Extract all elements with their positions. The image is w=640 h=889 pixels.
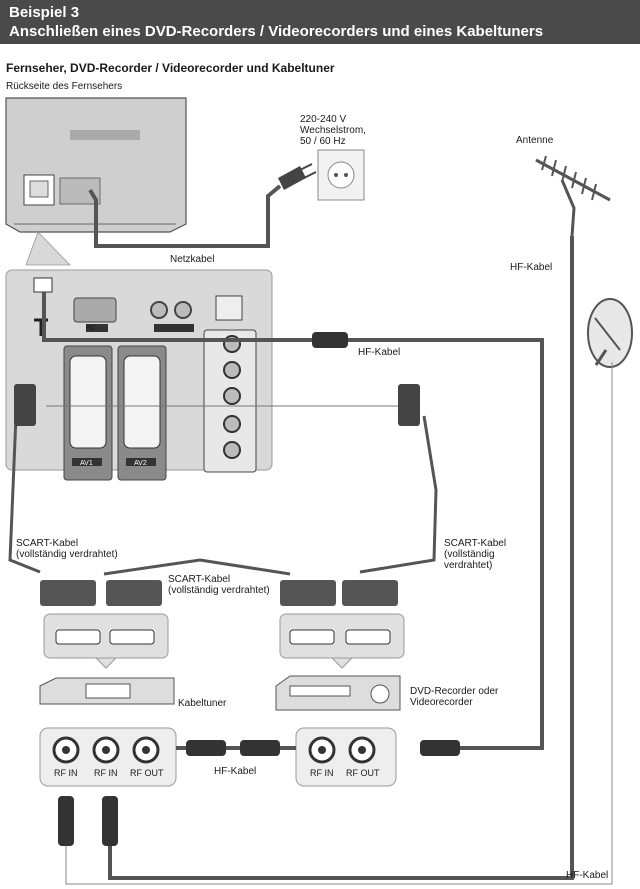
panel-pc-label: PC	[86, 325, 96, 332]
rf-cable-label-bottom: HF-Kabel	[566, 870, 609, 881]
panel-av2-label: AV2	[134, 460, 147, 467]
rf-plug	[240, 740, 280, 756]
rf-plug	[186, 740, 226, 756]
rf-plug	[420, 740, 460, 756]
dvd-recorder-icon	[275, 675, 401, 711]
tv-back-icon	[5, 97, 187, 233]
rf-cable-dish	[65, 362, 613, 885]
scart-cable-right	[359, 415, 438, 574]
satellite-dish-icon	[587, 298, 633, 368]
rf-plug	[312, 332, 348, 348]
rf-cable-antenna	[108, 236, 574, 880]
scart-center-label-2: (vollständig verdrahtet)	[168, 585, 270, 596]
dvd-recorder-label-2: Videorecorder	[410, 697, 473, 708]
port-rf-in-2: RF IN	[94, 768, 118, 778]
scart-plug-row	[40, 580, 398, 606]
scart-cable-left	[8, 415, 41, 574]
power-label-2: Wechselstrom,	[300, 125, 366, 136]
cable-tuner-icon	[39, 677, 175, 705]
recorder-scart-panel	[279, 613, 405, 669]
port-rf-in-3: RF IN	[310, 768, 334, 778]
antenna-label: Antenne	[516, 135, 554, 146]
port-rf-out-1: RF OUT	[130, 768, 164, 778]
port-rf-out-2: RF OUT	[346, 768, 380, 778]
scart-plug-right-top	[398, 384, 420, 426]
scart-right-label-1: SCART-Kabel	[444, 538, 507, 549]
scart-plug-left-top	[14, 384, 36, 426]
example-number: Beispiel 3	[9, 4, 80, 21]
cable-tuner-label: Kabeltuner	[178, 698, 227, 709]
header-bar: Beispiel 3 Anschließen eines DVD-Recorde…	[0, 0, 640, 44]
power-label-1: 220-240 V	[300, 114, 347, 125]
rf-cable-right	[348, 338, 544, 750]
zoom-pointer	[25, 231, 71, 266]
tv-terminal-panel	[5, 269, 273, 481]
page-title: Anschließen eines DVD-Recorders / Videor…	[9, 23, 544, 40]
tuner-scart-panel	[43, 613, 169, 669]
scart-left-label-1: SCART-Kabel	[16, 538, 79, 549]
rf-plug	[58, 796, 74, 846]
scart-right-label-2: (vollständig	[444, 549, 495, 560]
dvd-recorder-label-1: DVD-Recorder oder	[410, 686, 499, 697]
tuner-rf-panel	[39, 727, 177, 787]
scart-left-label-2: (vollständig verdrahtet)	[16, 549, 118, 560]
rf-cable-label-low: HF-Kabel	[214, 766, 257, 777]
power-plug-icon	[278, 163, 317, 190]
rf-plug	[102, 796, 118, 846]
power-outlet-icon	[317, 149, 365, 201]
antenna-icon	[535, 155, 611, 237]
rf-cable-label-right: HF-Kabel	[510, 262, 553, 273]
rf-cable-label-middle: HF-Kabel	[358, 347, 401, 358]
power-cable-label: Netzkabel	[170, 254, 215, 265]
scart-cable-center	[103, 558, 291, 576]
tv-back-label: Rückseite des Fernsehers	[6, 81, 123, 92]
recorder-rf-panel	[295, 727, 397, 787]
scart-right-label-3: verdrahtet)	[444, 560, 493, 571]
rf-cable-tv	[42, 292, 330, 342]
section-subtitle: Fernseher, DVD-Recorder / Videorecorder …	[6, 61, 335, 75]
power-label-3: 50 / 60 Hz	[300, 136, 346, 147]
power-cable	[88, 184, 282, 248]
port-rf-in-1: RF IN	[54, 768, 78, 778]
scart-center-label-1: SCART-Kabel	[168, 574, 231, 585]
panel-av1-label: AV1	[80, 460, 93, 467]
